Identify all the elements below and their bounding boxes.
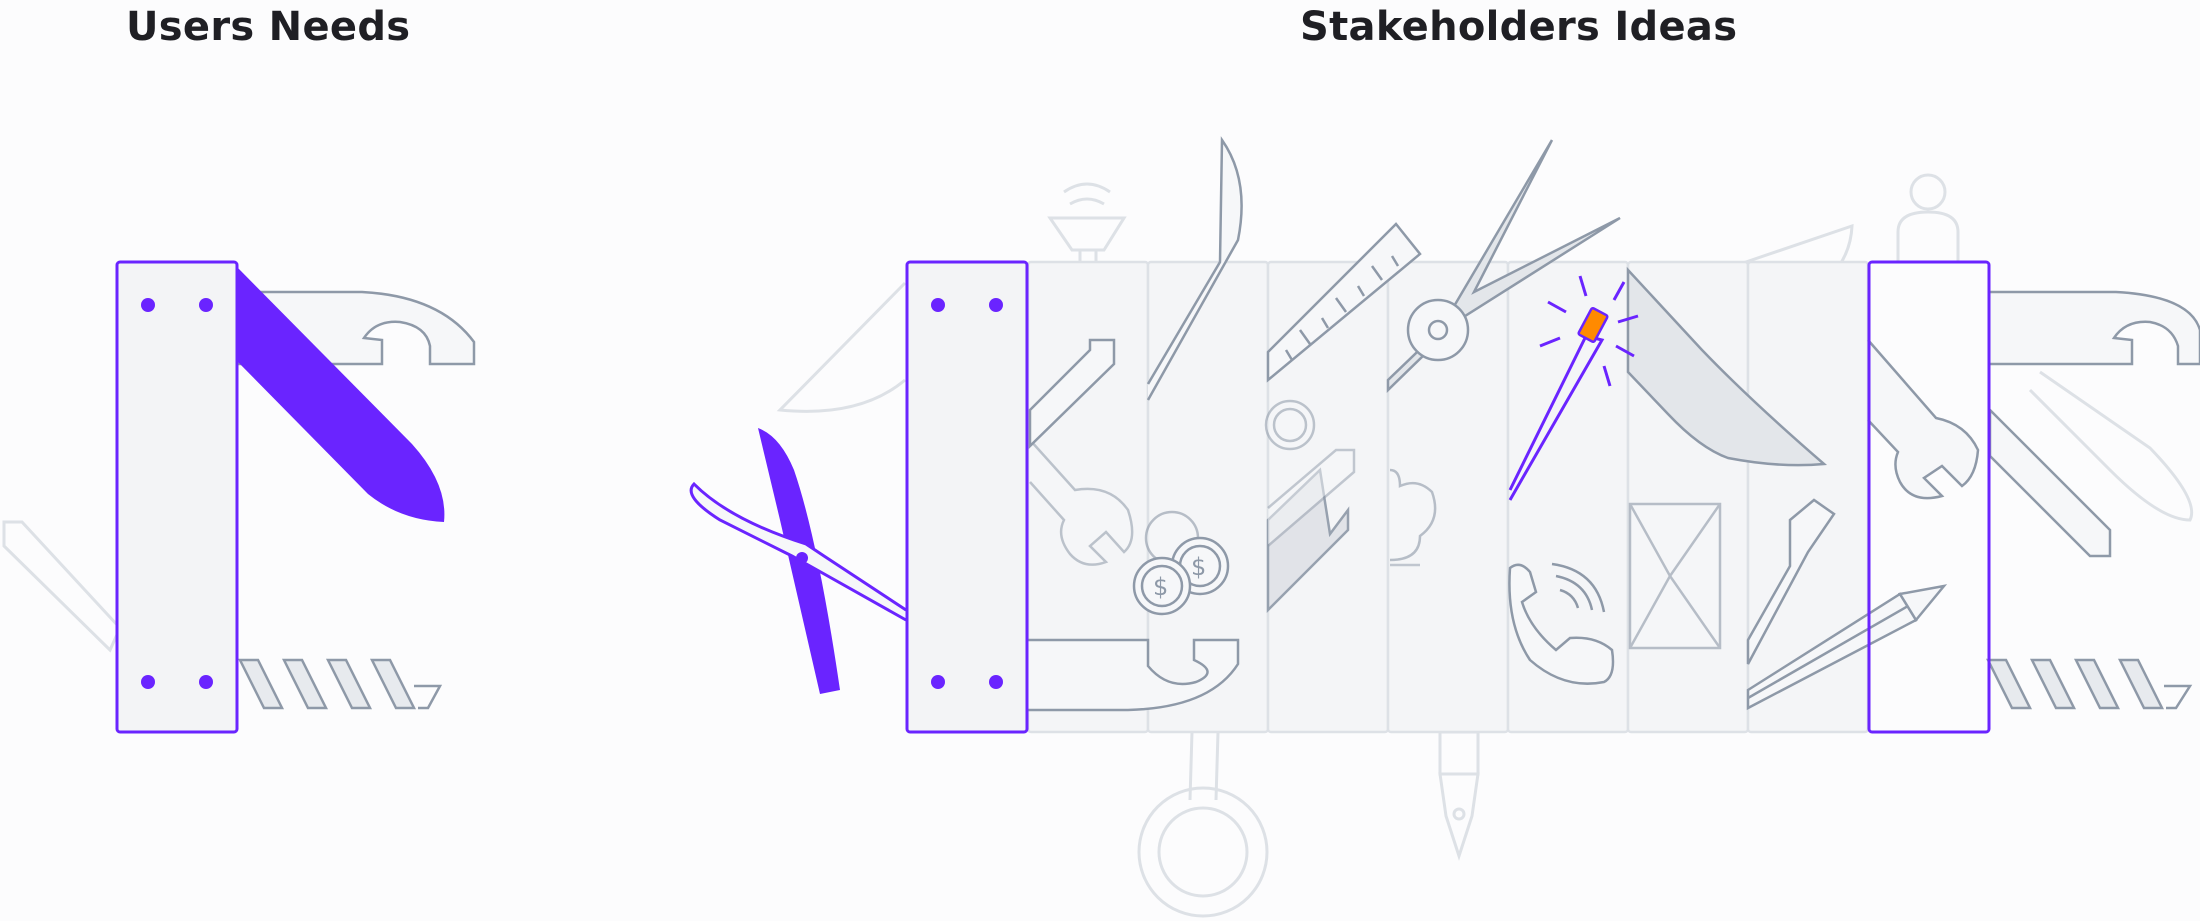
cloud-icon	[1389, 468, 1437, 562]
coin-icon	[1264, 399, 1316, 451]
screwdriver-icon	[1028, 338, 1116, 449]
users-needs-heading: Users Needs	[126, 4, 411, 50]
corkscrew-icon	[237, 658, 443, 710]
phone-icon	[1508, 563, 1615, 685]
lighter-tool-icon	[1508, 275, 1639, 501]
faded-blade-icon	[2, 520, 122, 653]
signal-icon	[1551, 562, 1606, 613]
wrench-right-icon	[1867, 339, 1980, 500]
bottom-can-opener-icon	[1028, 638, 1240, 712]
simple-knife-illustration	[2, 260, 476, 734]
bracket-icon	[1267, 448, 1356, 547]
knife-handle	[115, 260, 239, 734]
wrench-icon	[1029, 439, 1134, 566]
pocket-knife-blade-icon	[1626, 266, 1828, 467]
faded-blade-icon	[776, 281, 907, 413]
blade-icon	[236, 266, 445, 522]
magnifier-icon	[1137, 731, 1269, 918]
pencil-icon	[1746, 584, 1948, 711]
ruler-icon	[1266, 222, 1422, 383]
hook-blade-icon	[1146, 136, 1243, 401]
rivet-dots	[931, 298, 1003, 689]
svg-text:$: $	[1153, 573, 1168, 601]
overloaded-knife-illustration: $ $	[689, 136, 2200, 918]
compass-icon	[1386, 139, 1621, 393]
knife-handle-right	[1867, 260, 1991, 734]
svg-text:$: $	[1191, 553, 1206, 581]
key-icon	[1746, 498, 1836, 665]
rivet-dots	[141, 298, 213, 689]
coins-icon: $ $	[1132, 510, 1230, 616]
lamp-icon	[1047, 182, 1127, 262]
knife-handle-left	[905, 260, 1029, 734]
right-screwdriver-icon	[1988, 406, 2112, 558]
pen-nib-icon	[1438, 730, 1480, 861]
person-icon	[1896, 173, 1960, 262]
right-can-opener-icon	[1990, 290, 2200, 366]
stakeholders-ideas-heading: Stakeholders Ideas	[1300, 4, 1738, 50]
scissors-icon	[689, 428, 907, 694]
faded-saw-icon	[2028, 370, 2194, 522]
envelope-icon	[1628, 502, 1722, 650]
right-corkscrew-icon	[1985, 658, 2193, 710]
